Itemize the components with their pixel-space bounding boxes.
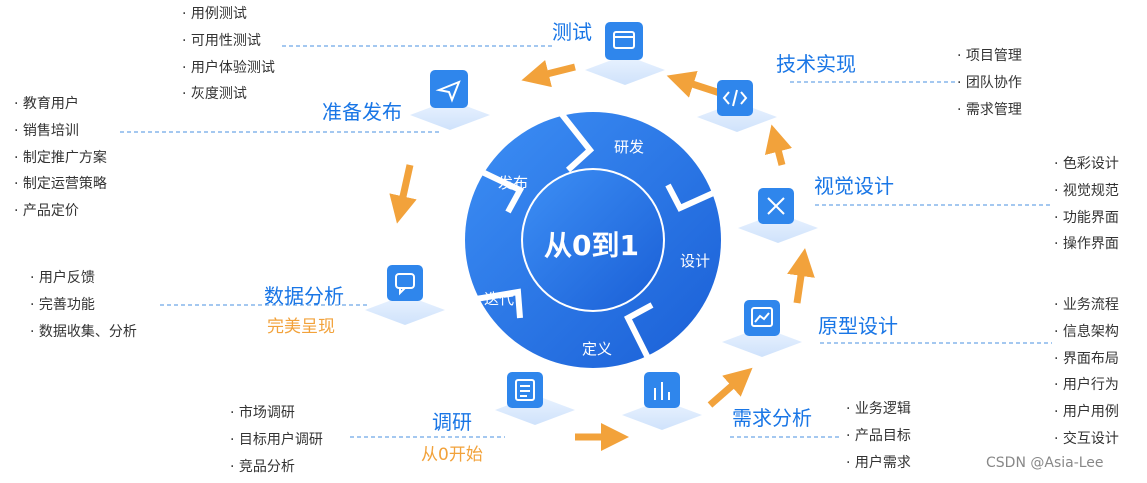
- node-tech-list: 项目管理 团队协作 需求管理: [957, 43, 1022, 123]
- list-item: 视觉规范: [1054, 178, 1119, 205]
- node-prototype-list: 业务流程 信息架构 界面布局 用户行为 用户用例 交互设计: [1054, 292, 1119, 453]
- node-visual-title: 视觉设计: [814, 174, 894, 198]
- node-test-list: 用例测试 可用性测试 用户体验测试 灰度测试: [182, 1, 275, 108]
- ring-label-develop: 研发: [614, 138, 645, 156]
- list-item: 用户用例: [1054, 399, 1119, 426]
- list-item: 销售培训: [14, 118, 107, 145]
- send-icon: [435, 80, 461, 103]
- list-item: 制定运营策略: [14, 171, 107, 198]
- node-release-list: 教育用户 销售培训 制定推广方案 制定运营策略 产品定价: [14, 91, 107, 225]
- node-data-title: 数据分析: [264, 284, 344, 308]
- list-item: 功能界面: [1054, 205, 1119, 232]
- center-label: 从0到1: [544, 229, 639, 262]
- list-item: 数据收集、分析: [30, 319, 137, 346]
- node-data-subtitle: 完美呈现: [267, 317, 335, 337]
- list-item: 市场调研: [230, 400, 323, 427]
- ring-label-release: 发布: [498, 174, 529, 192]
- node-release-title: 准备发布: [322, 100, 402, 124]
- list-item: 可用性测试: [182, 28, 275, 55]
- list-item: 业务逻辑: [846, 396, 911, 423]
- browser-icon: [613, 31, 635, 49]
- list-item: 业务流程: [1054, 292, 1119, 319]
- list-item: 交互设计: [1054, 426, 1119, 453]
- node-research-subtitle: 从0开始: [421, 445, 483, 465]
- list-item: 用户体验测试: [182, 55, 275, 82]
- list-item: 灰度测试: [182, 81, 275, 108]
- list-item: 用户需求: [846, 450, 911, 477]
- flow-arrows: [389, 60, 815, 451]
- node-tiles: [365, 22, 818, 430]
- ring-label-design: 设计: [680, 252, 711, 270]
- document-icon: [515, 379, 535, 401]
- list-item: 完善功能: [30, 292, 137, 319]
- list-item: 用户行为: [1054, 372, 1119, 399]
- list-item: 产品目标: [846, 423, 911, 450]
- list-item: 需求管理: [957, 97, 1022, 124]
- tools-icon: [767, 197, 785, 215]
- code-icon: [722, 89, 748, 107]
- chart-window-icon: [751, 307, 773, 327]
- chat-icon: [395, 273, 415, 296]
- connector-lines: [120, 45, 1052, 438]
- bar-chart-icon: [654, 382, 670, 400]
- list-item: 项目管理: [957, 43, 1022, 70]
- node-research-list: 市场调研 目标用户调研 竞品分析: [230, 400, 323, 480]
- list-item: 产品定价: [14, 198, 107, 225]
- ring-label-define: 定义: [582, 340, 613, 358]
- node-research-title: 调研: [432, 410, 472, 434]
- ring-label-iterate: 迭代: [484, 290, 515, 308]
- list-item: 制定推广方案: [14, 145, 107, 172]
- list-item: 用例测试: [182, 1, 275, 28]
- node-tech-title: 技术实现: [776, 52, 856, 76]
- list-item: 竞品分析: [230, 454, 323, 481]
- list-item: 操作界面: [1054, 231, 1119, 258]
- node-data-list: 用户反馈 完善功能 数据收集、分析: [30, 265, 137, 345]
- list-item: 用户反馈: [30, 265, 137, 292]
- node-req-list: 业务逻辑 产品目标 用户需求: [846, 396, 911, 476]
- watermark: CSDN @Asia-Lee: [986, 455, 1104, 471]
- node-test-title: 测试: [552, 20, 592, 44]
- list-item: 教育用户: [14, 91, 107, 118]
- list-item: 目标用户调研: [230, 427, 323, 454]
- list-item: 界面布局: [1054, 346, 1119, 373]
- list-item: 团队协作: [957, 70, 1022, 97]
- node-prototype-title: 原型设计: [818, 314, 898, 338]
- list-item: 信息架构: [1054, 319, 1119, 346]
- node-req-title: 需求分析: [732, 406, 812, 430]
- cycle-ring: [465, 110, 722, 368]
- list-item: 色彩设计: [1054, 151, 1119, 178]
- node-visual-list: 色彩设计 视觉规范 功能界面 操作界面: [1054, 151, 1119, 258]
